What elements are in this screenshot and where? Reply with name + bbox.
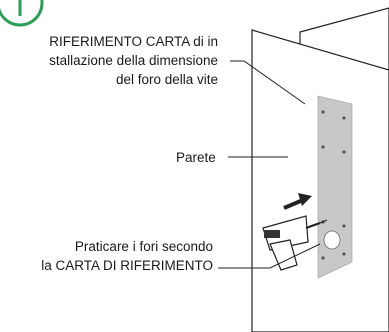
power-drill-icon xyxy=(262,215,328,271)
drill-leader-line xyxy=(218,243,321,269)
green-circle-icon xyxy=(0,0,44,27)
drill-callout-line-1: Praticare i fori secondo xyxy=(74,239,213,254)
arrow-right-icon xyxy=(283,193,312,210)
template-leader-line xyxy=(230,60,306,105)
template-callout: RIFERIMENTO CARTA di in stallazione dell… xyxy=(49,32,218,89)
wall-label: Parete xyxy=(176,150,216,165)
template-callout-line-3: del foro della vite xyxy=(115,72,218,87)
drill-callout-line-2: la CARTA DI RIFERIMENTO xyxy=(41,258,213,273)
reference-paper-template xyxy=(317,95,353,279)
leader-lines xyxy=(218,60,321,269)
drill-callout: Praticare i fori secondo la CARTA DI RIF… xyxy=(41,237,213,275)
template-callout-line-1: RIFERIMENTO CARTA di in xyxy=(49,34,218,49)
template-callout-line-2: stallazione della dimensione xyxy=(49,53,218,68)
